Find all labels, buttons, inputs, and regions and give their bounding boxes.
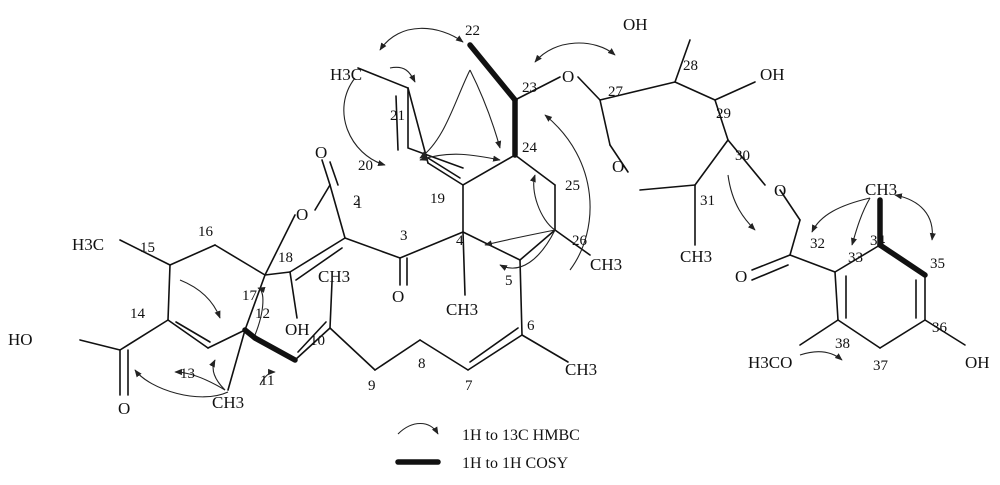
label-h3c-15: H3C [72,235,104,254]
label-ch3-34: CH3 [865,180,897,199]
label-oh-18: OH [285,320,310,339]
num-2: 2 [353,193,361,209]
num-6: 6 [527,318,535,334]
num-12: 12 [255,306,270,322]
legend-hmbc-text: 1H to 13C HMBC [462,427,580,444]
num-30: 30 [735,148,750,164]
label-ch3-4: CH3 [446,300,478,319]
label-oh-28: OH [623,15,648,34]
label-ch3-26: CH3 [590,255,622,274]
label-ch3-6: CH3 [565,360,597,379]
label-o-carbonyl-3: O [392,287,404,306]
label-h3co-38: H3CO [748,353,792,372]
num-27: 27 [608,84,624,100]
label-ch3-31: CH3 [680,247,712,266]
num-32: 32 [810,236,825,252]
num-22: 22 [465,23,480,39]
num-19: 19 [430,191,445,207]
num-33: 33 [848,250,863,266]
legend-cosy-text: 1H to 1H COSY [462,455,569,472]
num-29: 29 [716,106,731,122]
label-h3c-21: H3C [330,65,362,84]
atom-numbers: 1 2 3 4 5 6 7 8 9 10 11 12 13 14 15 16 1… [130,23,948,394]
num-25: 25 [565,178,580,194]
num-38: 38 [835,336,850,352]
num-23: 23 [522,80,537,96]
label-o-32: O [735,267,747,286]
label-ho-acid: HO [8,330,33,349]
label-o-23: O [562,67,574,86]
num-34: 34 [870,233,886,249]
label-o-lactone: O [296,205,308,224]
label-o-ring: O [612,157,624,176]
num-15: 15 [140,240,155,256]
num-4: 4 [456,233,464,249]
label-o-ester: O [774,181,786,200]
label-o-acid: O [118,399,130,418]
num-18: 18 [278,250,293,266]
label-ch3-12: CH3 [212,393,244,412]
label-oh-29: OH [760,65,785,84]
num-1: 1 [355,196,363,212]
num-9: 9 [368,378,376,394]
num-31: 31 [700,193,715,209]
hmbc-arrows [134,27,936,398]
num-10: 10 [310,333,325,349]
num-20: 20 [358,158,373,174]
num-7: 7 [465,378,473,394]
label-ch3-18: CH3 [318,267,350,286]
num-28: 28 [683,58,698,74]
label-o-carbonyl-1: O [315,143,327,162]
legend: 1H to 13C HMBC 1H to 1H COSY [395,422,580,472]
num-24: 24 [522,140,538,156]
num-26: 26 [572,233,588,249]
atom-labels: H3C OH OH O O O O O CH3 OH H3C HO O CH3 … [8,15,990,418]
num-35: 35 [930,256,945,272]
num-13: 13 [180,366,195,382]
num-21: 21 [390,108,405,124]
num-3: 3 [400,228,408,244]
num-8: 8 [418,356,426,372]
legend-hmbc-arrow [397,422,439,435]
num-14: 14 [130,306,146,322]
num-36: 36 [932,320,948,336]
num-17: 17 [242,288,258,304]
label-oh-36: OH [965,353,990,372]
num-5: 5 [505,273,513,289]
num-16: 16 [198,224,214,240]
num-11: 11 [260,373,274,389]
cosy-bonds [242,42,928,363]
num-37: 37 [873,358,889,374]
